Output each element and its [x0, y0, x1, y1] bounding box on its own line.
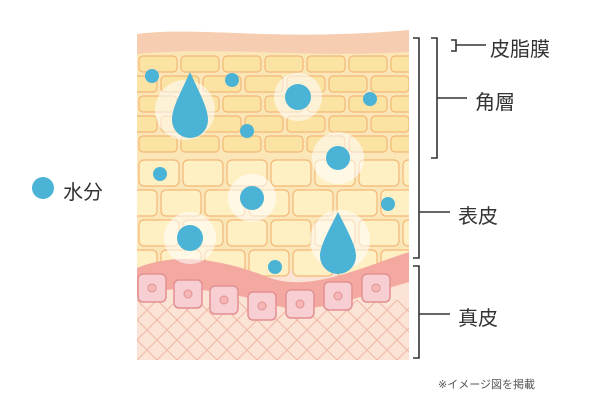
corneum-cell — [244, 115, 284, 133]
image-note: ※イメージ図を掲載 — [438, 378, 535, 391]
dermis-fiber — [376, 327, 409, 360]
dermis-label: 真皮 — [458, 306, 498, 330]
dermis-cell-nucleus — [219, 295, 229, 305]
corneum-cell — [264, 55, 304, 73]
corneum-cell — [390, 95, 409, 113]
epidermis-cell — [248, 249, 290, 277]
epidermis-cell — [402, 219, 409, 247]
water-dot — [285, 84, 311, 110]
dermis-fiber — [0, 300, 17, 360]
epidermis-cell — [182, 159, 224, 187]
dermis-fiber — [396, 299, 409, 313]
dermis-fiber — [37, 300, 97, 360]
water-dot — [145, 69, 159, 83]
corneum-cell — [138, 55, 178, 73]
corneum-cell — [222, 95, 262, 113]
epidermis-cell — [160, 189, 202, 217]
water-dot — [177, 225, 203, 251]
corneum-cell — [180, 55, 220, 73]
epidermis-cell — [270, 159, 312, 187]
dermis-fiber — [137, 300, 138, 301]
water-dot — [381, 197, 395, 211]
dermis-fiber — [0, 300, 57, 360]
dermis-cell-nucleus — [183, 289, 193, 299]
water-drop — [320, 212, 356, 274]
dermis-fiber — [0, 300, 37, 360]
corneum-cell — [138, 135, 178, 153]
dermis-fiber — [0, 300, 37, 360]
dermis-fiber — [396, 347, 409, 360]
dermis-cell-nucleus — [147, 283, 157, 293]
water-dot — [268, 260, 282, 274]
epidermis-cell — [358, 159, 400, 187]
dermis-fiber-pattern — [0, 299, 409, 360]
corneum-cell — [390, 55, 409, 73]
corneum-cell — [370, 75, 409, 93]
corneum-cell — [306, 55, 346, 73]
water-dot — [240, 124, 254, 138]
dermis-fiber — [137, 359, 138, 360]
epidermis-cell — [270, 219, 312, 247]
dermis-fiber — [0, 300, 57, 360]
corneum-cell — [328, 75, 368, 93]
sebum-bracket — [451, 39, 457, 52]
water-legend-dot — [32, 177, 54, 199]
dermis-cell-nucleus — [257, 301, 267, 311]
water-dot — [240, 186, 264, 210]
stratum-corneum-label: 角層 — [475, 90, 515, 114]
water-droplets — [145, 69, 395, 274]
water-dot — [326, 146, 350, 170]
sebum-film — [137, 30, 409, 54]
corneum-bracket — [431, 37, 438, 159]
dermis-fiber — [17, 300, 77, 360]
dermis-fiber — [57, 300, 117, 360]
sebum-label: 皮脂膜 — [490, 37, 550, 61]
epidermis-cell — [137, 189, 158, 217]
dermis-bracket — [413, 265, 420, 359]
dermis-fiber — [37, 300, 97, 360]
water-dot — [225, 73, 239, 87]
water-drop — [172, 72, 208, 138]
dermis-cell-nucleus — [371, 283, 381, 293]
epidermis-bracket — [413, 37, 420, 259]
corneum-cell — [222, 135, 262, 153]
epidermis-cell — [292, 189, 334, 217]
layer-brackets — [413, 37, 486, 359]
dermis-fiber — [57, 300, 117, 360]
corneum-cell — [137, 115, 158, 133]
dermis-cell-nucleus — [295, 299, 305, 309]
water-dot — [153, 167, 167, 181]
corneum-cell — [180, 135, 220, 153]
epidermis-cell — [402, 159, 409, 187]
dermis-cells — [137, 273, 391, 321]
epidermis-cell — [226, 219, 268, 247]
corneum-cell — [390, 135, 409, 153]
epidermis-label: 表皮 — [458, 204, 498, 228]
corneum-cell — [370, 115, 409, 133]
corneum-cell — [264, 135, 304, 153]
dermis-fiber — [0, 300, 17, 360]
dermis-fiber — [17, 300, 77, 360]
water-dot — [363, 92, 377, 106]
corneum-cell — [222, 55, 262, 73]
water-legend-label: 水分 — [63, 180, 103, 204]
corneum-cell — [348, 55, 388, 73]
corneum-cell — [328, 115, 368, 133]
dermis-cell-nucleus — [333, 291, 343, 301]
